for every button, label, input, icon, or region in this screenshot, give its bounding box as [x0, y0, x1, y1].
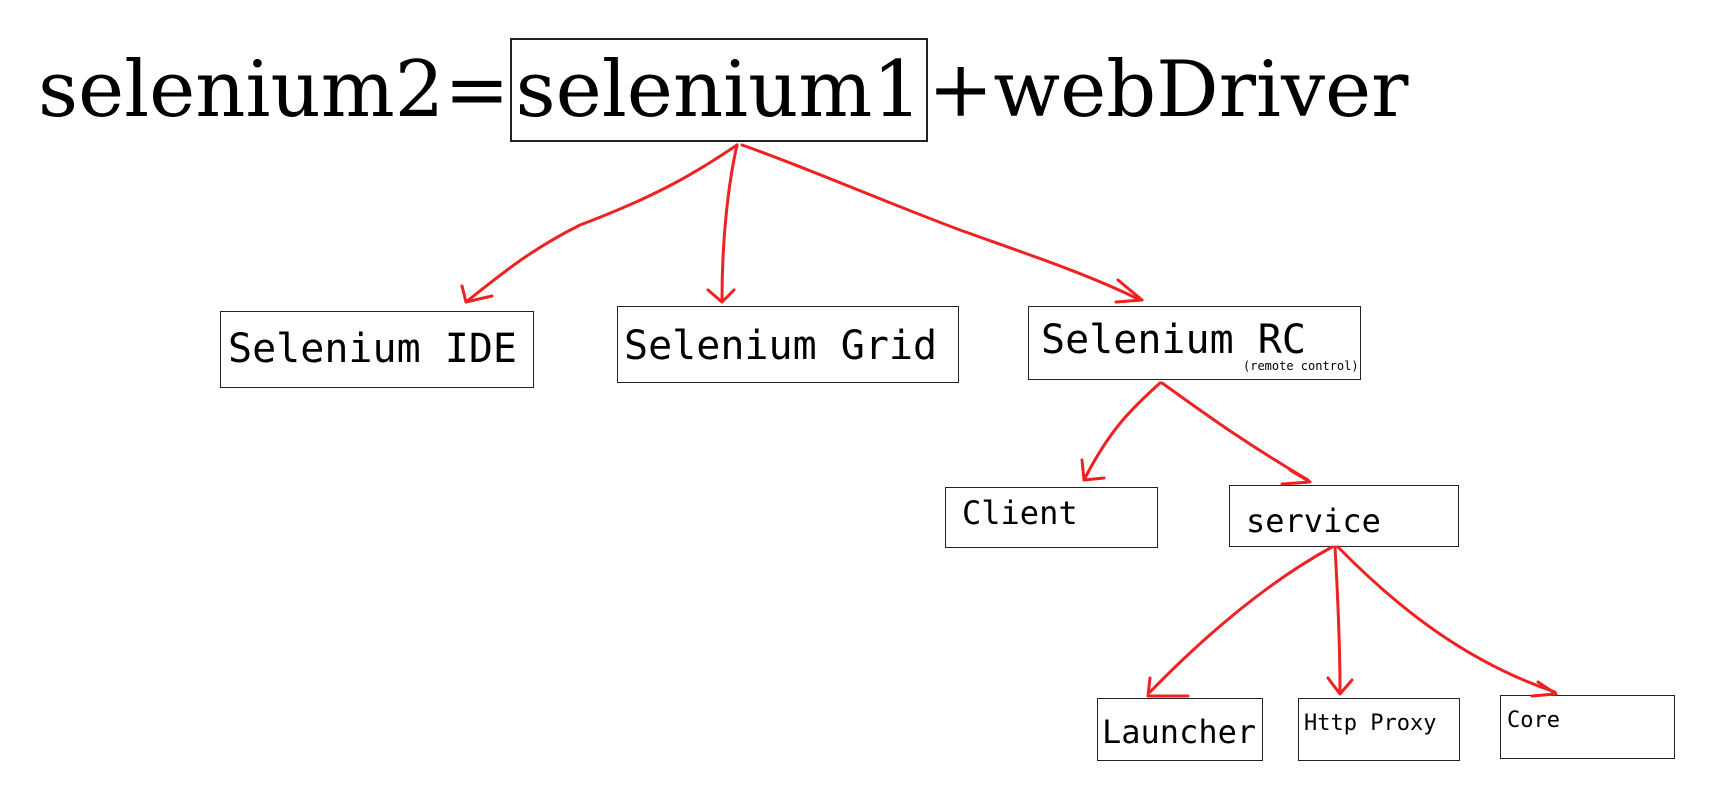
node-client-label: Client	[962, 494, 1078, 532]
node-launcher-label: Launcher	[1102, 713, 1257, 751]
node-core: Core	[1500, 695, 1675, 759]
arrowhead-rc	[1114, 278, 1144, 304]
arrow-selenium1-to-rc	[740, 143, 1142, 302]
arrowhead-launcher	[1146, 676, 1190, 698]
arrowhead-service	[1280, 468, 1312, 486]
arrowhead-http-proxy	[1326, 676, 1354, 696]
arrow-selenium1-to-ide	[464, 143, 739, 304]
formula-title: selenium2=selenium1+webDriver	[38, 38, 1409, 142]
node-http-proxy-label: Http Proxy	[1304, 711, 1437, 736]
arrow-service-to-http-proxy	[1333, 545, 1342, 692]
node-selenium-rc-label: Selenium RC	[1041, 317, 1306, 363]
node-selenium-rc: Selenium RC (remote control)	[1028, 306, 1361, 380]
formula-prefix: selenium2=	[38, 45, 510, 135]
node-service: service	[1229, 485, 1459, 547]
node-selenium-grid: Selenium Grid	[617, 306, 959, 383]
formula-boxed-label: selenium1	[515, 45, 922, 135]
node-service-label: service	[1246, 502, 1381, 540]
node-selenium-ide-label: Selenium IDE	[228, 326, 517, 372]
node-selenium-rc-note: (remote control)	[1243, 359, 1359, 373]
arrow-rc-to-client	[1083, 381, 1162, 480]
arrow-rc-to-service	[1160, 381, 1310, 482]
node-core-label: Core	[1507, 708, 1560, 733]
arrowhead-ide	[460, 284, 494, 304]
node-http-proxy: Http Proxy	[1298, 698, 1460, 761]
node-selenium-grid-label: Selenium Grid	[624, 323, 938, 369]
arrow-service-to-core	[1336, 545, 1557, 694]
arrowhead-client	[1080, 458, 1106, 482]
formula-boxed-term: selenium1	[509, 38, 928, 142]
node-client: Client	[945, 487, 1158, 548]
arrow-service-to-launcher	[1148, 545, 1334, 694]
arrowhead-core	[1530, 680, 1558, 698]
node-selenium-ide: Selenium IDE	[220, 311, 534, 388]
node-launcher: Launcher	[1097, 698, 1263, 761]
arrowhead-grid	[706, 288, 736, 304]
formula-suffix: +webDriver	[927, 45, 1409, 135]
arrow-selenium1-to-grid	[720, 143, 739, 302]
